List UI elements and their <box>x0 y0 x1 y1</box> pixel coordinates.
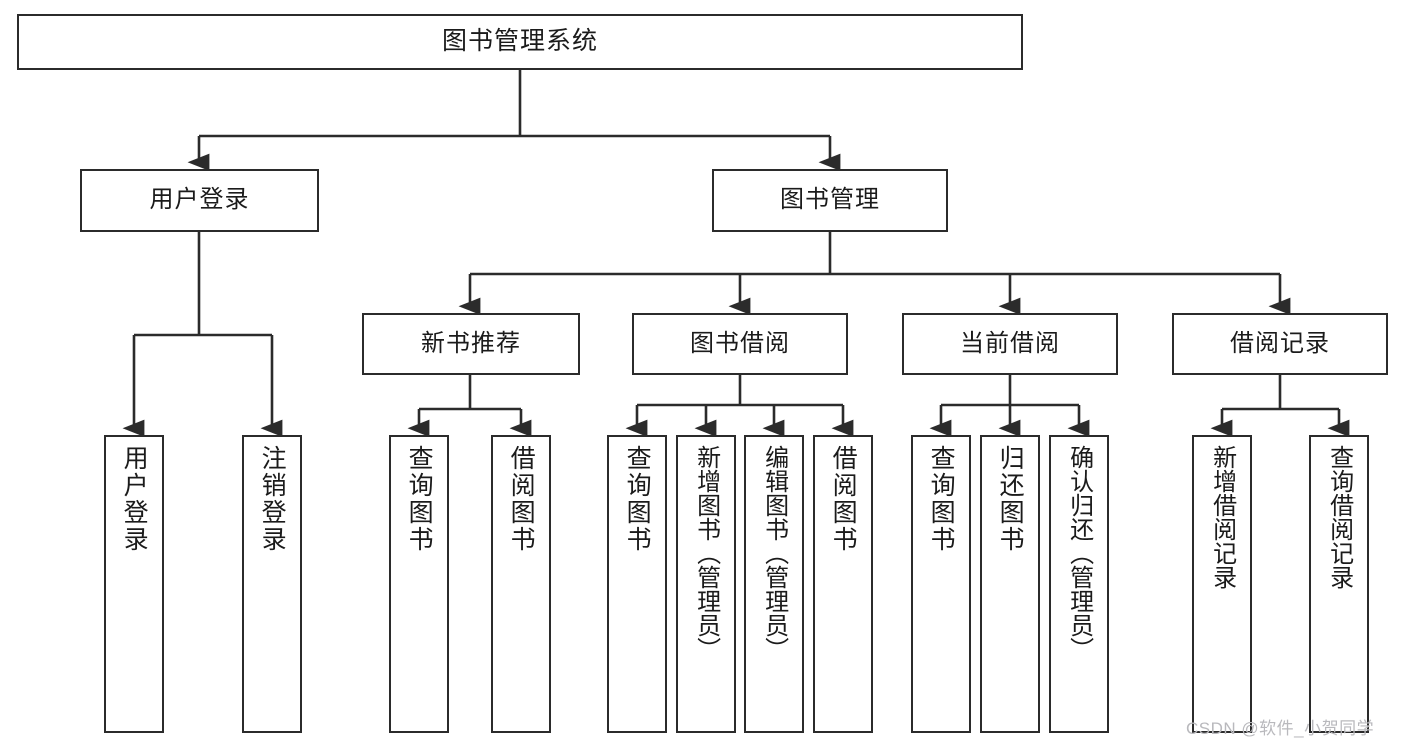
node-label: 图书借阅 <box>690 329 790 357</box>
node-label: 新书推荐 <box>421 329 521 357</box>
watermark: CSDN @软件_小贺同学 <box>1186 719 1375 738</box>
node-leaf-query-book-recommend[interactable]: 查询图书 <box>389 435 449 733</box>
node-label: 当前借阅 <box>960 329 1060 357</box>
node-label: 用户登录 <box>149 186 250 214</box>
node-label: 借阅图书 <box>829 445 858 553</box>
node-label: 查询图书 <box>927 445 956 553</box>
node-label: 图书管理 <box>780 186 880 214</box>
node-user-login[interactable]: 用户登录 <box>80 169 319 232</box>
node-leaf-add-borrow-record[interactable]: 新增借阅记录 <box>1192 435 1252 733</box>
node-leaf-add-book[interactable]: 新增图书（管理员） <box>676 435 736 733</box>
node-leaf-return-book[interactable]: 归还图书 <box>980 435 1040 733</box>
node-label: 新增借阅记录 <box>1208 445 1236 589</box>
node-book-borrow[interactable]: 图书借阅 <box>632 313 848 375</box>
node-root-book-management-system[interactable]: 图书管理系统 <box>17 14 1023 70</box>
node-leaf-edit-book[interactable]: 编辑图书（管理员） <box>744 435 804 733</box>
node-label: 注销登录 <box>258 445 287 553</box>
node-leaf-query-book-current[interactable]: 查询图书 <box>911 435 971 733</box>
node-leaf-logout[interactable]: 注销登录 <box>242 435 302 733</box>
node-label: 查询图书 <box>623 445 652 553</box>
node-label: 借阅图书 <box>507 445 536 553</box>
node-leaf-confirm-return[interactable]: 确认归还（管理员） <box>1049 435 1109 733</box>
node-label: 新增图书（管理员） <box>692 445 720 661</box>
node-label: 归还图书 <box>996 445 1025 553</box>
node-leaf-borrow-book[interactable]: 借阅图书 <box>813 435 873 733</box>
node-leaf-query-borrow-record[interactable]: 查询借阅记录 <box>1309 435 1369 733</box>
node-label: 用户登录 <box>120 445 149 553</box>
node-label: 编辑图书（管理员） <box>760 445 788 661</box>
node-label: 查询借阅记录 <box>1325 445 1353 589</box>
node-borrow-record[interactable]: 借阅记录 <box>1172 313 1388 375</box>
node-leaf-query-book-borrow[interactable]: 查询图书 <box>607 435 667 733</box>
node-book-management[interactable]: 图书管理 <box>712 169 948 232</box>
node-label: 借阅记录 <box>1230 329 1330 357</box>
node-leaf-user-login[interactable]: 用户登录 <box>104 435 164 733</box>
node-current-borrow[interactable]: 当前借阅 <box>902 313 1118 375</box>
node-new-book-recommend[interactable]: 新书推荐 <box>362 313 580 375</box>
node-label: 图书管理系统 <box>441 27 598 56</box>
node-label: 确认归还（管理员） <box>1065 445 1093 661</box>
node-label: 查询图书 <box>405 445 434 553</box>
node-leaf-borrow-book-recommend[interactable]: 借阅图书 <box>491 435 551 733</box>
